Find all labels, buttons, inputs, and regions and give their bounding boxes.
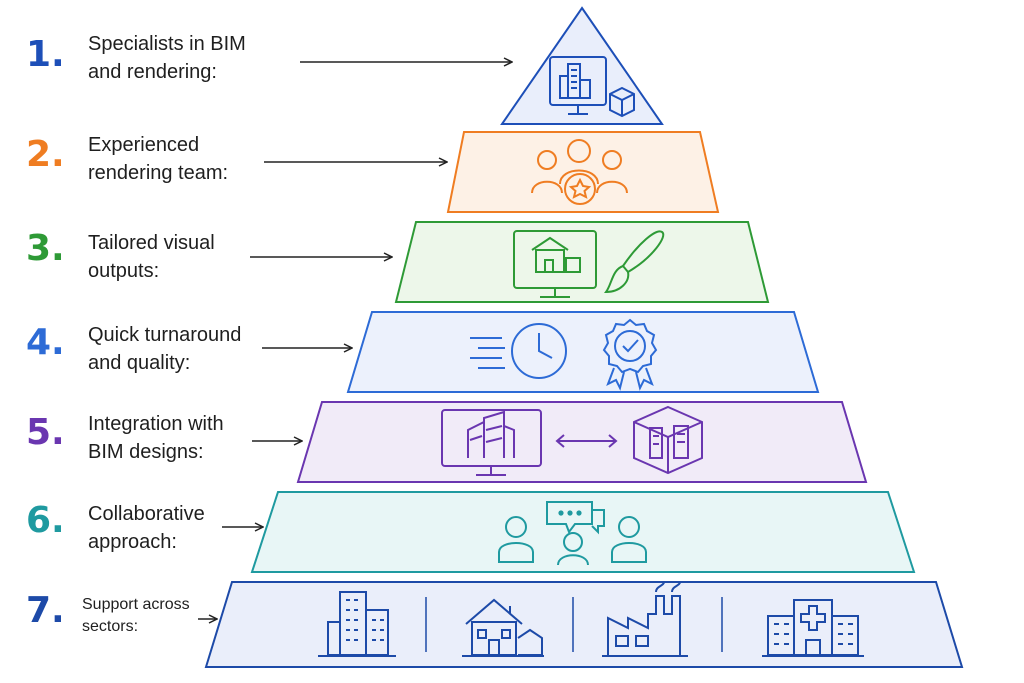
- house-icon: [462, 598, 544, 657]
- building-monitor-icon: [549, 56, 607, 115]
- hospital-icon: [762, 599, 864, 657]
- level-number-2: 2.: [26, 134, 65, 175]
- level-label-1: Specialists in BIM and rendering:: [88, 30, 246, 86]
- level-label-line: rendering team:: [88, 162, 229, 184]
- level-number-5: 5.: [26, 412, 65, 453]
- quality-badge-icon: [602, 318, 658, 391]
- pyramid-level-1: [500, 6, 664, 125]
- collaboration-people-icon: [498, 501, 647, 566]
- level-label-4: Quick turnaround and quality:: [88, 321, 241, 377]
- fast-clock-icon: [470, 323, 567, 379]
- level-label-line: Specialists in BIM: [88, 33, 246, 55]
- office-building-icon: [318, 591, 396, 657]
- level-label-line: Integration with: [88, 413, 224, 435]
- level-label-line: sectors:: [82, 618, 139, 635]
- level-number-6: 6.: [26, 500, 65, 541]
- level-label-line: approach:: [88, 531, 177, 553]
- level-label-line: and quality:: [88, 352, 191, 374]
- paintbrush-icon: [604, 230, 665, 294]
- pyramid-level-6: [250, 491, 916, 573]
- level-number-7: 7.: [26, 590, 65, 631]
- level-label-line: Support across: [82, 596, 190, 613]
- pyramid-level-7: [204, 581, 964, 668]
- level-label-6: Collaborative approach:: [88, 500, 205, 556]
- level-number-3: 3.: [26, 228, 65, 269]
- house-monitor-icon: [513, 230, 597, 298]
- cube-icon: [609, 86, 635, 118]
- level-label-7: Support across sectors:: [82, 594, 190, 638]
- level-number-4: 4.: [26, 322, 65, 363]
- factory-icon: [602, 581, 688, 657]
- team-star-icon: [531, 139, 628, 205]
- two-way-arrow-icon: [555, 434, 618, 448]
- level-label-line: Experienced: [88, 134, 200, 156]
- level-number-1: 1.: [26, 34, 65, 75]
- pyramid-level-4: [346, 311, 820, 393]
- level-label-2: Experienced rendering team:: [88, 131, 228, 187]
- level-label-line: outputs:: [88, 260, 160, 282]
- level-label-line: BIM designs:: [88, 441, 204, 463]
- level-label-line: Tailored visual: [88, 232, 215, 254]
- bim-cube-icon: [633, 405, 703, 475]
- level-label-3: Tailored visual outputs:: [88, 229, 215, 285]
- level-label-line: Quick turnaround: [88, 324, 242, 346]
- bim-monitor-icon: [441, 409, 542, 476]
- level-label-line: and rendering:: [88, 61, 217, 83]
- pyramid-level-2: [446, 131, 720, 213]
- pyramid-level-3: [394, 221, 770, 303]
- level-label-line: Collaborative: [88, 503, 205, 525]
